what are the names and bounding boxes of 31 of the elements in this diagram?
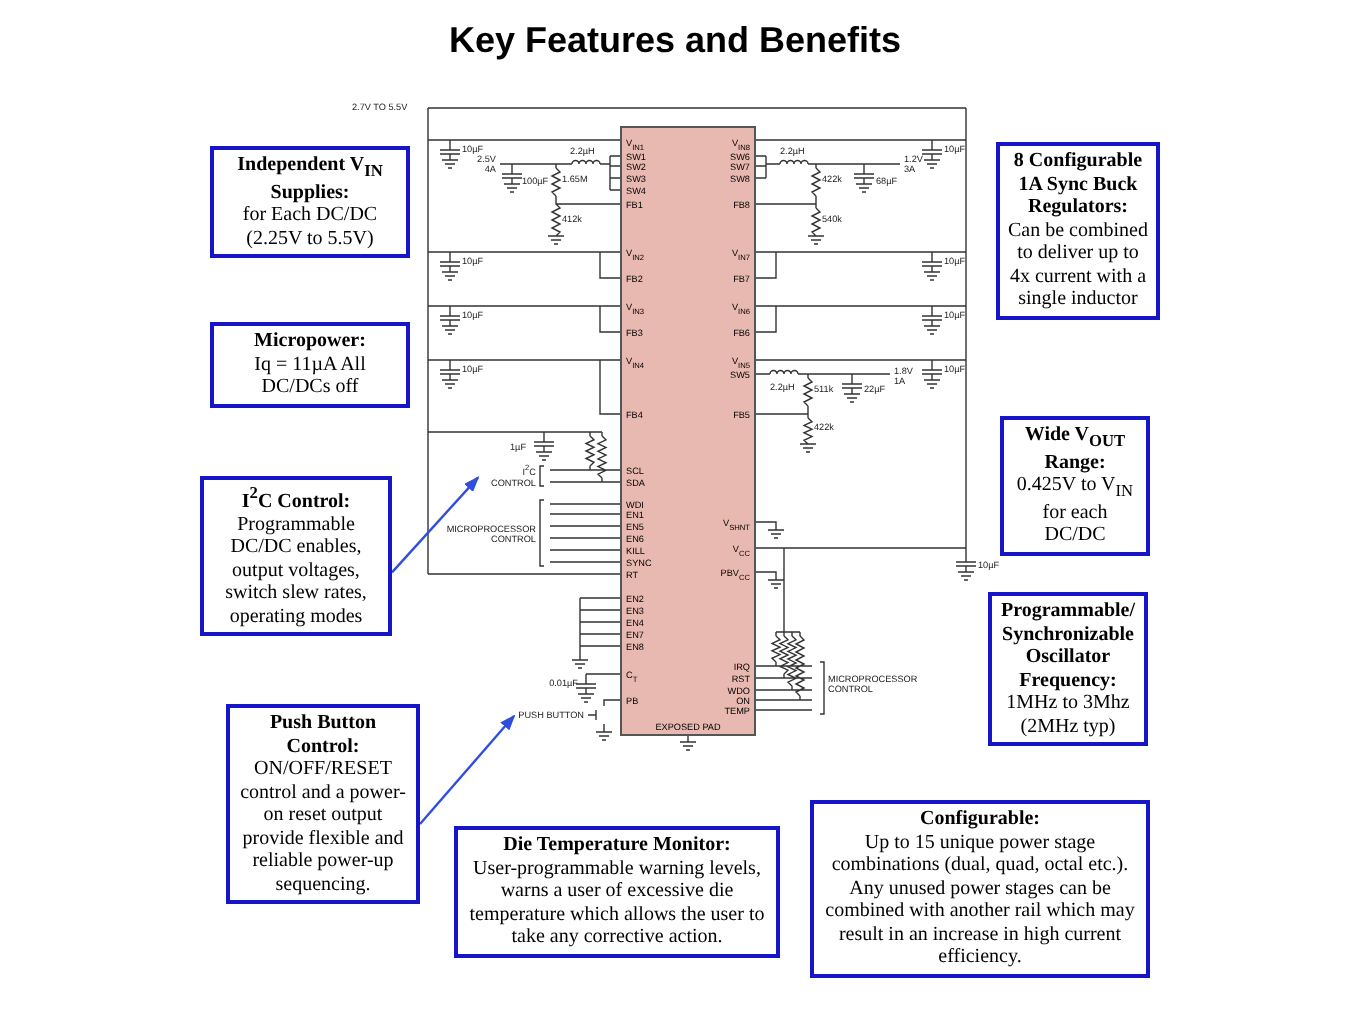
callout-text: Iq = 11µA All DC/DCs off <box>252 353 368 399</box>
callout-text: ON/OFF/RESET control and a power-on reset output provide flexible and reliable power-up sequencing. <box>238 758 408 896</box>
callout-heading: 8 Configurable 1A Sync Buck Regulators: <box>1011 150 1145 219</box>
callout-box <box>1000 416 1150 556</box>
callout-box <box>810 800 1150 977</box>
callout-heading: Programmable/ Synchronizable Oscillator Frequency: <box>998 600 1138 692</box>
callout-heading: Wide V$_{OUT}$ Range: <box>1022 424 1128 475</box>
page-title: Key Features and Benefits <box>446 20 904 62</box>
leader-arrow <box>419 714 516 825</box>
callout-text: Up to 15 unique power stage combinations (dual, quad, octal etc.). Any unused power stages can be combined with another rail which may result in an increase in high current efficiency. <box>823 831 1137 969</box>
callout-heading: Independent V$_{IN}$ Supplies: <box>235 154 385 205</box>
callout-box <box>200 476 392 637</box>
ic-chip <box>620 126 756 736</box>
callout-box <box>454 826 780 957</box>
callout-heading: Push Button Control: <box>267 712 379 758</box>
callout-box <box>210 322 410 407</box>
callout-heading: Die Temperature Monitor: <box>501 834 733 857</box>
callout-text: 1MHz to 3Mhz (2MHz typ) <box>1004 692 1132 738</box>
callout-heading: I$^{2}$C Control: <box>239 484 353 514</box>
callout-text: 0.425V to V$_{IN}$ for each DC/DC <box>1014 474 1136 548</box>
callout-box <box>226 704 420 904</box>
callout-heading: Micropower: <box>252 330 368 353</box>
callout-box <box>988 592 1148 746</box>
callout-text: User-programmable warning levels, warns a user of excessive die temperature which allows the user to take any corrective action. <box>467 857 767 949</box>
callout-text: Can be combined to deliver up to 4x current with a single inductor <box>1006 219 1150 311</box>
callout-box <box>210 146 410 259</box>
callout-text: Programmable DC/DC enables, output voltages, switch slew rates, operating modes <box>223 513 369 629</box>
leader-arrow <box>391 476 480 574</box>
callout-heading: Configurable: <box>918 808 1042 831</box>
callout-box <box>996 142 1160 319</box>
callout-text: for Each DC/DC (2.25V to 5.5V) <box>240 204 380 251</box>
